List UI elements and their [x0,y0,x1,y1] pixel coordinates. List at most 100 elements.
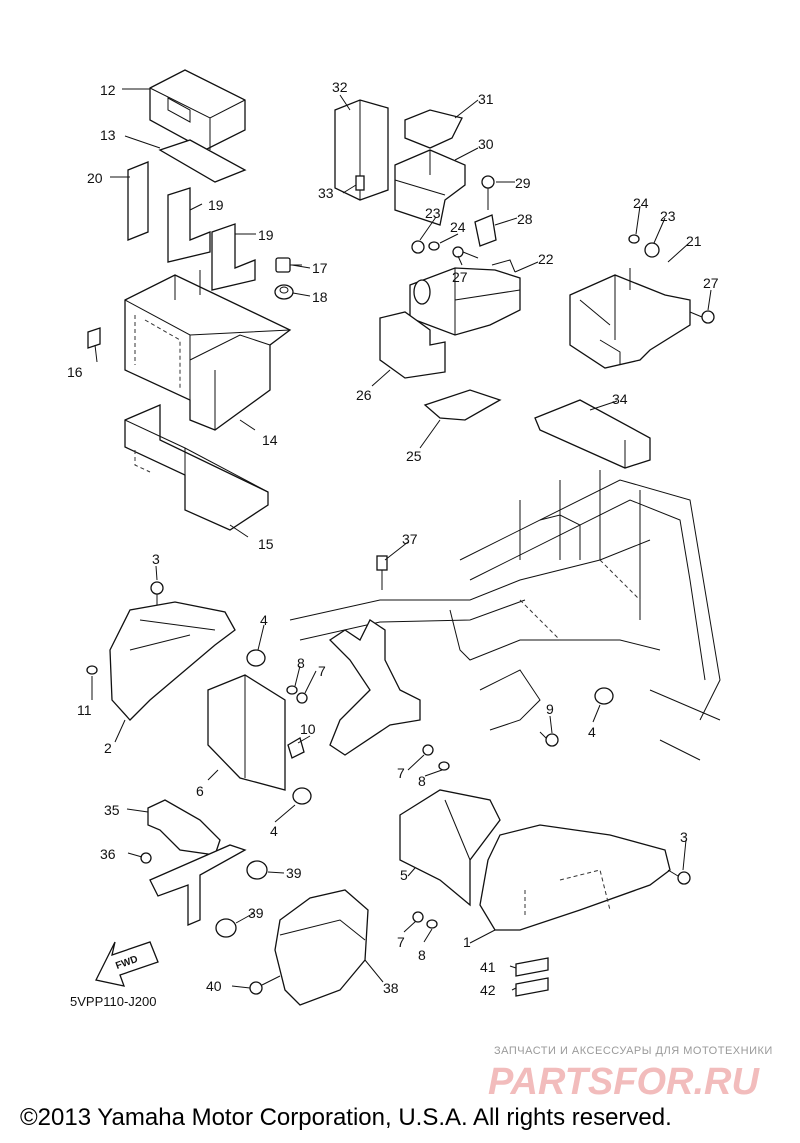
part-label: 27 [703,275,719,291]
part-label: 16 [67,364,83,380]
part-4-grommet-lower [292,787,312,805]
part-37-bolt [376,555,388,590]
part-label: 3 [152,551,160,567]
part-31-plate [404,109,463,149]
part-label: 34 [612,391,628,407]
part-label: 7 [318,663,326,679]
part-label: 7 [397,934,405,950]
watermark: ЗАПЧАСТИ И АКСЕССУАРЫ ДЛЯ МОТОТЕХНИКИ PA… [488,1045,772,1103]
part-39-grommet-lower [215,918,237,938]
part-8-washer-lower [426,919,438,929]
part-label: 23 [660,208,676,224]
part-label: 39 [286,865,302,881]
part-18-collar [274,284,294,300]
part-10-clip [287,737,305,759]
part-4-grommet-right [594,687,614,705]
part-label: 33 [318,185,334,201]
part-label: 8 [297,655,305,671]
part-label: 3 [680,829,688,845]
part-label: 38 [383,980,399,996]
stay-bracket [149,844,247,926]
part-label: 8 [418,947,426,963]
fwd-arrow: FWD [95,941,159,987]
part-26-cover [379,311,446,379]
part-20-bracket [127,161,149,241]
watermark-brand: PARTSFOR.RU [488,1061,760,1103]
leader-lines [91,88,712,991]
part-29-screw [481,175,495,210]
part-label: 5 [400,867,408,883]
part-28-bracket [474,214,497,247]
drawing-code: 5VPP110-J200 [70,994,157,1009]
part-39-grommet-upper [246,860,268,880]
part-labels: 12 13 20 19 19 17 18 16 14 15 32 31 30 3… [67,79,719,998]
part-15-battery-tray [124,404,269,531]
part-label: 21 [686,233,702,249]
part-label: 4 [260,612,268,628]
part-36-bolt [140,852,152,864]
part-12-battery-cover [149,69,246,151]
part-label: 7 [397,765,405,781]
part-5-cover [399,789,501,907]
part-label: 8 [418,773,426,789]
part-1-side-cover [479,824,671,931]
part-30-holder [394,149,466,226]
part-7-bolt-lower [412,911,424,923]
part-3-screw-lower [667,869,691,885]
part-13-pad [158,139,247,183]
part-label: 24 [450,219,466,235]
part-22-relay-bracket [409,259,521,336]
part-27-bolt [452,246,479,259]
part-24-washer [428,241,440,251]
part-label: 22 [538,251,554,267]
part-19-bands [167,187,256,291]
part-4-grommet-upper [246,649,266,667]
part-label: 35 [104,802,120,818]
part-9-bolt [539,731,559,747]
frame [289,470,721,761]
part-label: 25 [406,448,422,464]
part-label: 20 [87,170,103,186]
part-label: 37 [402,531,418,547]
part-7-bolt-middle [422,744,434,756]
part-label: 15 [258,536,274,552]
part-8-washer-middle [438,761,450,771]
part-label: 12 [100,82,116,98]
part-34-pad [534,399,651,469]
part-label: 4 [270,823,278,839]
part-label: 31 [478,91,494,107]
part-23-nut-right [644,242,660,258]
part-label: 6 [196,783,204,799]
part-label: 23 [425,205,441,221]
part-label: 18 [312,289,328,305]
copyright-notice: ©2013 Yamaha Motor Corporation, U.S.A. A… [20,1104,672,1131]
part-label: 2 [104,740,112,756]
part-6-panel [207,674,286,791]
part-25-pad [423,389,502,421]
part-label: 41 [480,959,496,975]
part-label: 14 [262,432,278,448]
part-2-side-cover [109,601,236,721]
part-14-battery-box [124,270,292,431]
part-label: 9 [546,701,554,717]
part-11-washer [86,665,98,675]
part-label: 17 [312,260,328,276]
part-7-bolt-upper [296,692,308,704]
part-42-label [515,977,549,997]
part-3-screw-upper [150,581,164,606]
part-16-clip [87,327,101,349]
part-label: 26 [356,387,372,403]
part-label: 19 [208,197,224,213]
part-35-bracket [147,799,221,856]
part-21-bracket [569,268,691,369]
part-label: 11 [77,702,92,718]
part-24-washer-right [628,234,640,244]
part-label: 24 [633,195,649,211]
part-label: 27 [452,269,468,285]
part-33-screw [355,175,365,200]
part-8-washer-upper [286,685,298,695]
part-23-nut [411,240,425,254]
part-27-bolt-right [689,310,715,324]
part-label: 10 [300,721,316,737]
part-label: 32 [332,79,348,95]
